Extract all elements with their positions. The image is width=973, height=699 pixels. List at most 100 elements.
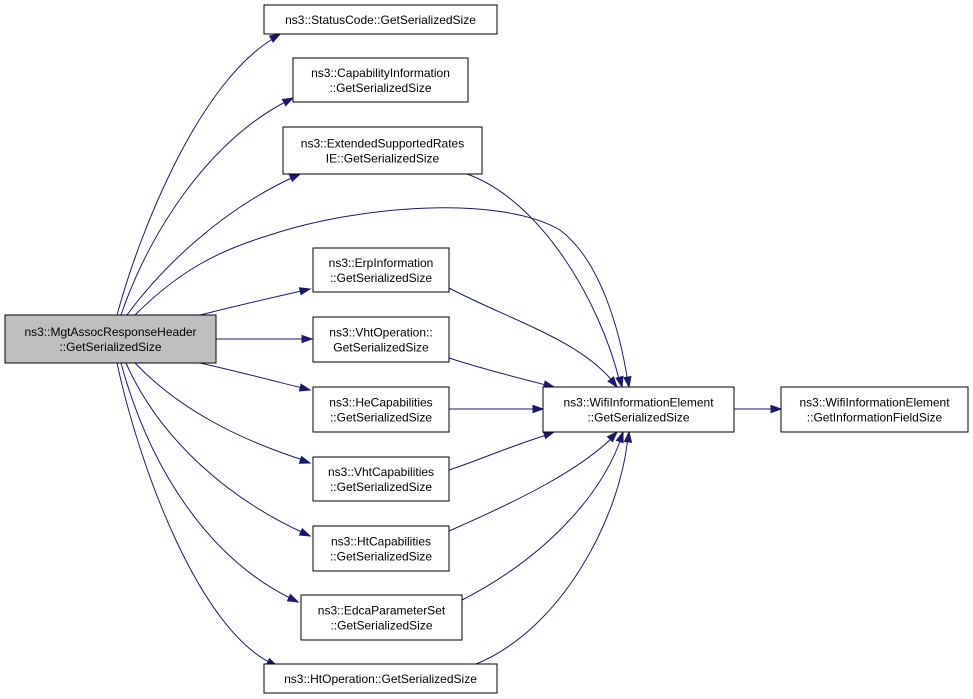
arrowhead-icon (288, 173, 302, 183)
edges-layer (116, 33, 783, 667)
edge-vht-operation-to-wifi-information-element (448, 357, 556, 389)
edge-root-to-capability-information (120, 97, 295, 316)
node-box (263, 4, 498, 35)
edge-line (116, 362, 274, 665)
edge-line (126, 175, 297, 316)
edge-root-to-extended-supported-rates (126, 173, 302, 316)
edge-root-to-ht-operation (116, 362, 279, 667)
arrowhead-icon (615, 375, 624, 389)
edge-ht-operation-to-wifi-information-element (475, 430, 633, 665)
edge-root-to-ht-capabilities (125, 362, 312, 537)
node-box (4, 314, 217, 364)
node-label: ::GetSerializedSize (329, 81, 431, 95)
node-label: ns3::VhtOperation:: (329, 326, 432, 340)
edge-root-to-erp-information (199, 287, 312, 316)
edge-line (134, 207, 629, 384)
edge-line (448, 433, 551, 471)
edge-line (120, 99, 290, 316)
node-box (292, 57, 469, 103)
node-label: GetSerializedSize (333, 341, 429, 355)
arrowhead-icon (607, 376, 618, 389)
arrowhead-icon (301, 334, 314, 344)
edge-line (461, 435, 623, 601)
edge-line (116, 36, 277, 316)
node-extended-supported-rates[interactable]: ns3::ExtendedSupportedRatesIE::GetSerial… (282, 126, 483, 175)
arrowhead-icon (298, 527, 312, 537)
node-box (312, 456, 450, 502)
node-vht-operation[interactable]: ns3::VhtOperation::GetSerializedSize (312, 316, 450, 363)
edge-line (199, 289, 307, 316)
edge-wifi-information-element-to-wifi-information-field-size (734, 404, 783, 414)
node-label: ns3::HtOperation::GetSerializedSize (284, 672, 477, 686)
edge-ht-capabilities-to-wifi-information-element (448, 430, 619, 532)
node-box (312, 316, 450, 363)
edge-root-to-wifi-information-element (134, 207, 632, 389)
arrowhead-icon (298, 287, 312, 296)
node-label: ns3::WifiInformationElement (799, 396, 950, 410)
node-label: ::GetInformationFieldSize (807, 411, 943, 425)
edge-line (125, 362, 307, 535)
node-label: ::GetSerializedSize (330, 271, 432, 285)
node-box (312, 525, 450, 572)
edge-root-to-edca-parameter-set (120, 362, 300, 603)
arrowhead-icon (286, 593, 300, 603)
node-box (312, 386, 450, 433)
node-label: ns3::EdcaParameterSet (318, 604, 446, 618)
node-box (542, 386, 735, 433)
arrowhead-icon (281, 97, 295, 107)
node-label: ::GetSerializedSize (330, 619, 432, 633)
node-label: ns3::ErpInformation (329, 256, 434, 270)
node-label: ns3::HtCapabilities (331, 535, 431, 549)
node-label: ::GetSerializedSize (330, 411, 432, 425)
edge-root-to-he-capabilities (199, 362, 312, 392)
edge-line (448, 287, 615, 384)
edge-edca-parameter-set-to-wifi-information-element (461, 430, 624, 601)
edge-he-capabilities-to-wifi-information-element (449, 404, 545, 414)
arrowhead-icon (623, 375, 632, 389)
node-label: ns3::VhtCapabilities (328, 465, 434, 479)
node-he-capabilities[interactable]: ns3::HeCapabilities::GetSerializedSize (312, 386, 450, 433)
node-label: ns3::WifiInformationElement (563, 396, 714, 410)
node-edca-parameter-set[interactable]: ns3::EdcaParameterSet::GetSerializedSize (300, 594, 463, 641)
arrowhead-icon (770, 404, 783, 414)
node-label: IE::GetSerializedSize (326, 152, 440, 166)
node-ht-capabilities[interactable]: ns3::HtCapabilities::GetSerializedSize (312, 525, 450, 572)
node-vht-capabilities[interactable]: ns3::VhtCapabilities::GetSerializedSize (312, 456, 450, 502)
node-label: ns3::ExtendedSupportedRates (301, 137, 464, 151)
node-box (282, 126, 483, 175)
node-status-code[interactable]: ns3::StatusCode::GetSerializedSize (263, 4, 498, 35)
arrowhead-icon (268, 33, 282, 43)
node-label: ::GetSerializedSize (330, 550, 432, 564)
edge-line (199, 362, 307, 390)
edge-line (475, 435, 629, 665)
node-box (780, 386, 969, 433)
node-capability-information[interactable]: ns3::CapabilityInformation::GetSerialize… (292, 57, 469, 103)
arrowhead-icon (298, 455, 312, 464)
node-ht-operation[interactable]: ns3::HtOperation::GetSerializedSize (263, 663, 498, 694)
edge-root-to-vht-operation (216, 334, 314, 344)
arrowhead-icon (532, 404, 545, 414)
nodes-layer: ns3::MgtAssocResponseHeader::GetSerializ… (4, 4, 969, 694)
node-root: ns3::MgtAssocResponseHeader::GetSerializ… (4, 314, 217, 364)
edge-vht-capabilities-to-wifi-information-element (448, 431, 556, 471)
node-label: ns3::HeCapabilities (329, 396, 432, 410)
node-box (263, 663, 498, 694)
edge-root-to-vht-capabilities (134, 362, 312, 464)
node-label: ns3::MgtAssocResponseHeader (24, 325, 196, 339)
node-wifi-information-field-size[interactable]: ns3::WifiInformationElement::GetInformat… (780, 386, 969, 433)
node-wifi-information-element[interactable]: ns3::WifiInformationElement::GetSerializ… (542, 386, 735, 433)
arrowhead-icon (542, 431, 556, 440)
node-label: ns3::StatusCode::GetSerializedSize (285, 13, 476, 27)
edge-root-to-status-code (116, 33, 282, 316)
node-label: ::GetSerializedSize (587, 411, 689, 425)
edge-line (134, 362, 307, 462)
node-box (312, 247, 450, 293)
edge-line (448, 357, 551, 387)
edge-extended-supported-rates-to-wifi-information-element (466, 173, 624, 389)
node-label: ::GetSerializedSize (59, 340, 161, 354)
node-erp-information[interactable]: ns3::ErpInformation::GetSerializedSize (312, 247, 450, 293)
node-label: ::GetSerializedSize (330, 480, 432, 494)
arrowhead-icon (623, 430, 633, 443)
edge-line (448, 435, 615, 532)
